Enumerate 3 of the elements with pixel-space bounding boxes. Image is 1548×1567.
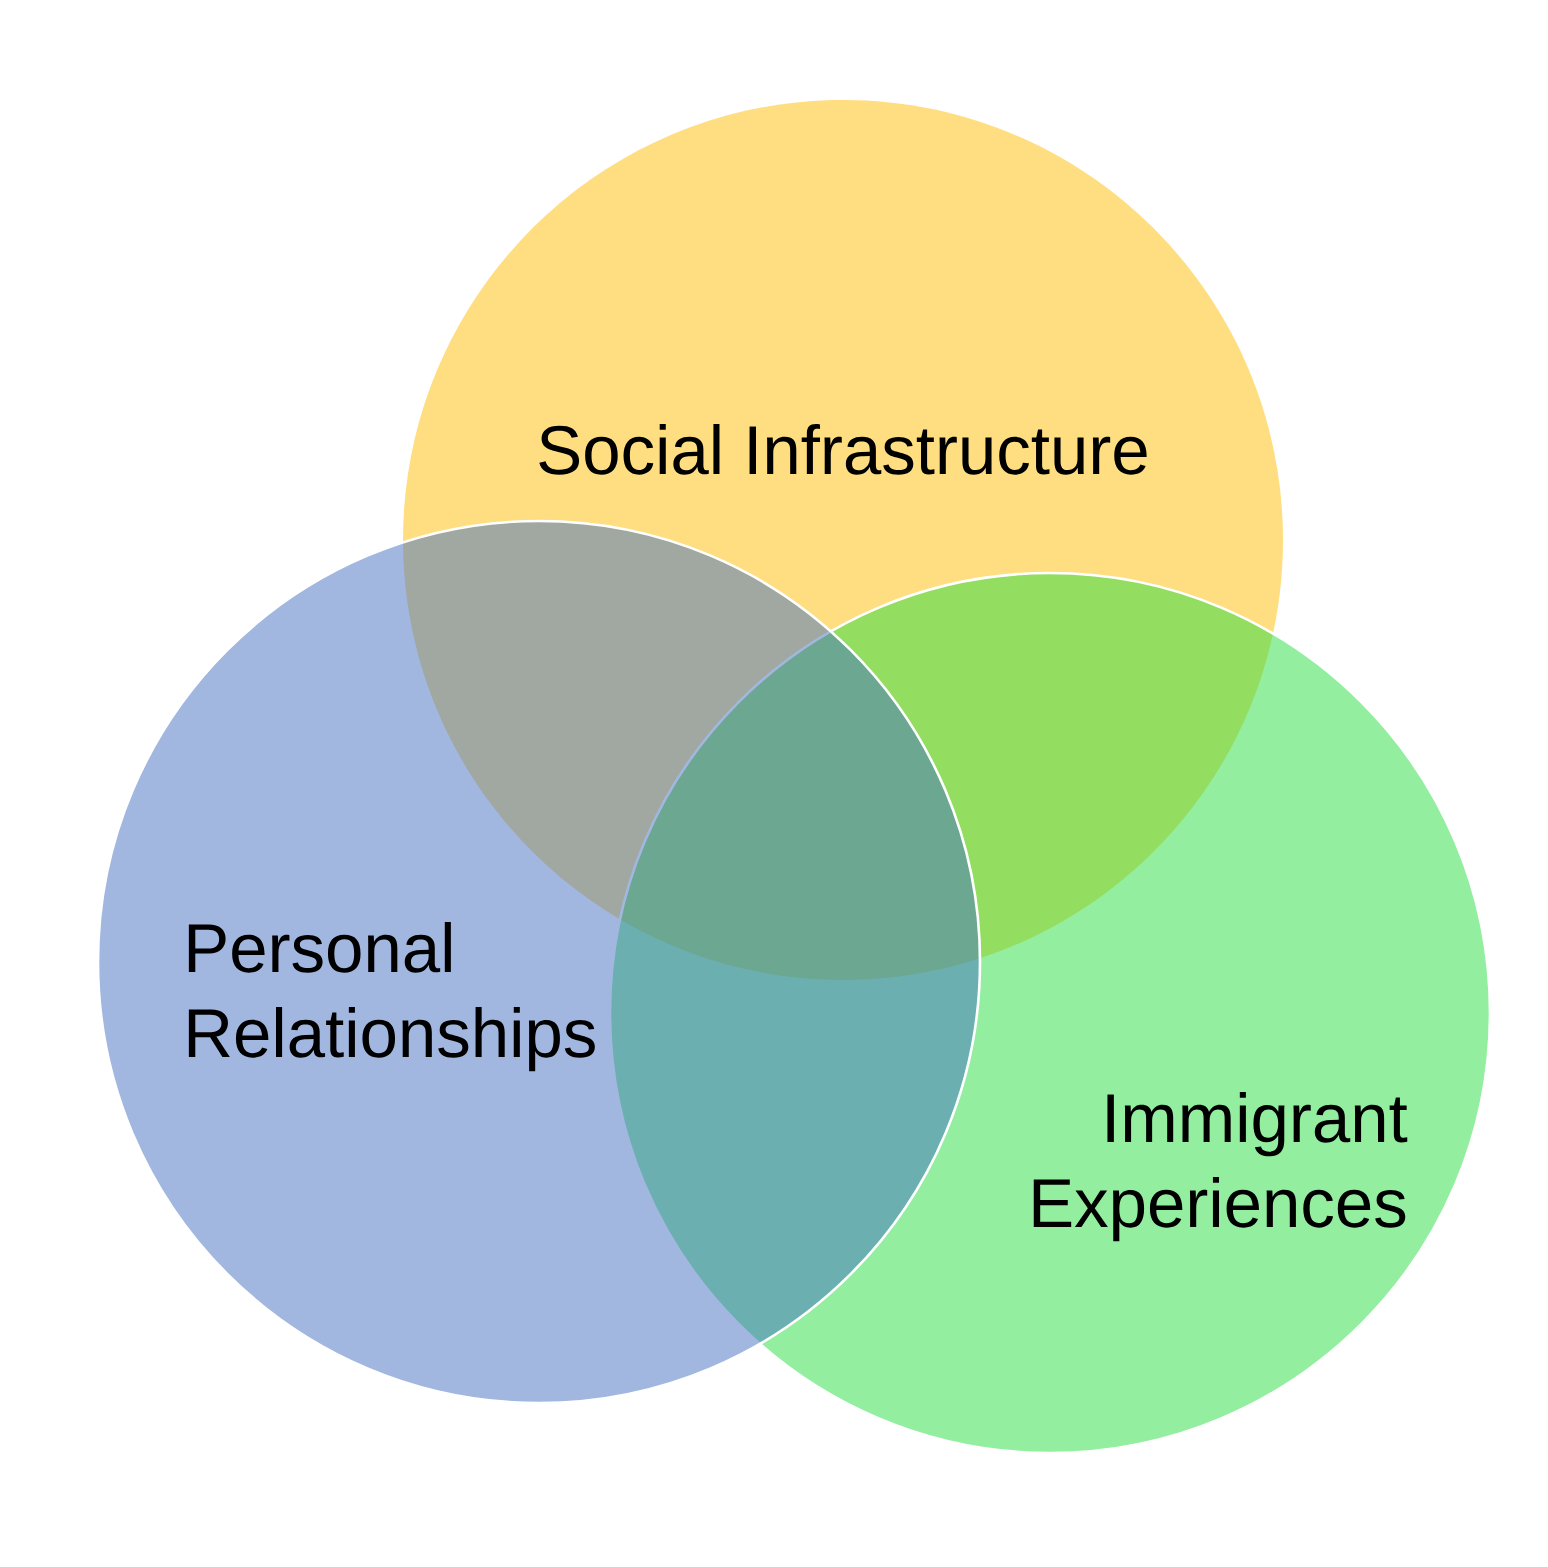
circle-label: Immigrant Experiences (1033, 1092, 1408, 1242)
circle-label: Social Infrastructure (539, 424, 1147, 475)
circle-label: Personal Relationships (188, 922, 595, 1072)
